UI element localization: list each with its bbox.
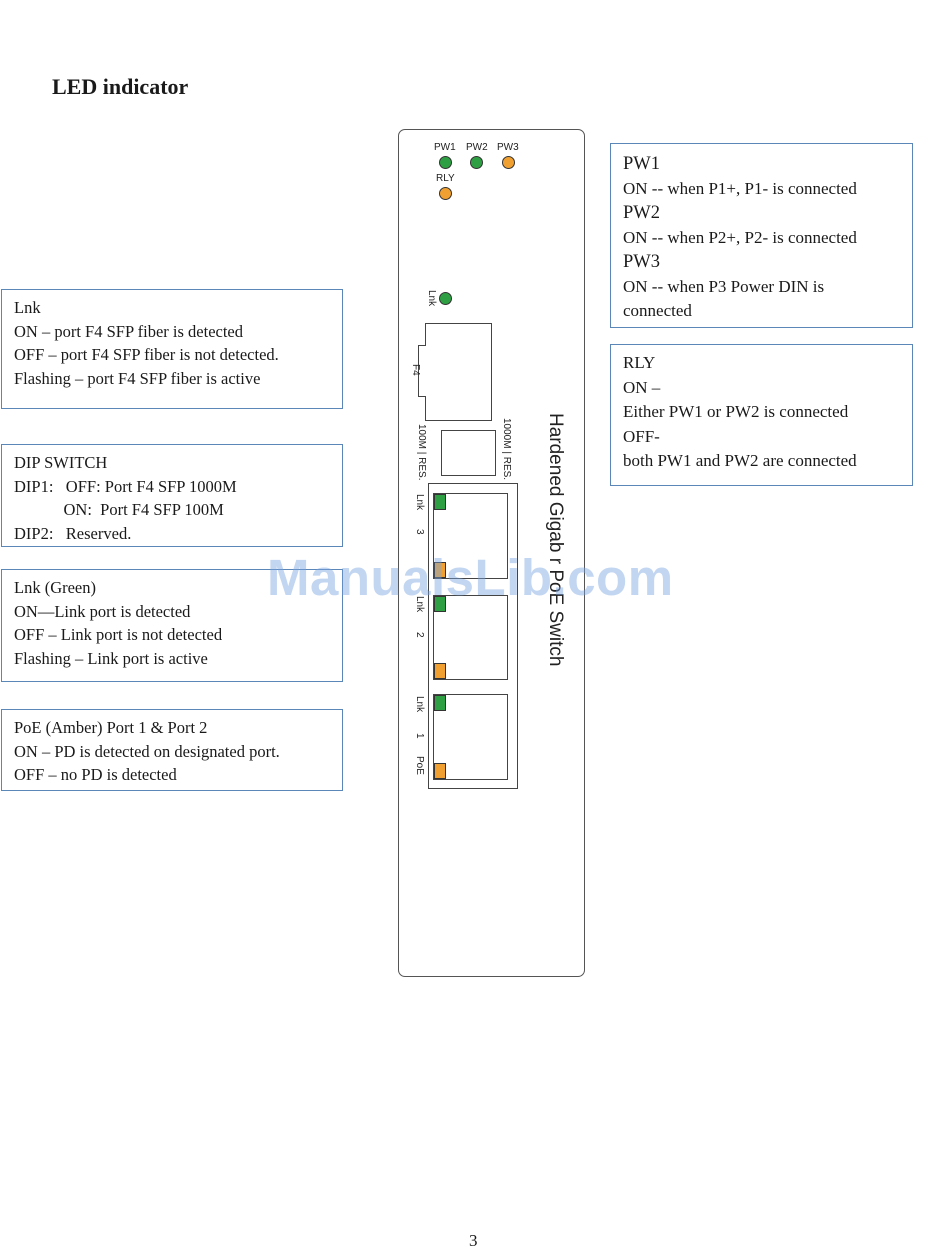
pw3-text: ON -- when P3 Power DIN is: [623, 276, 825, 296]
port1-lnk-label: Lnk: [414, 696, 425, 713]
callout-line: Flashing – port F4 SFP fiber is active: [14, 368, 261, 388]
port1-link-led: [434, 695, 446, 711]
watermark: ManualsLib.com: [267, 549, 674, 606]
callout-line: OFF – Link port is not detected: [14, 625, 223, 644]
rj45-port-block: [428, 483, 518, 789]
dip-switch-callout: DIP SWITCH DIP1: OFF: Port F4 SFP 1000M …: [1, 444, 343, 547]
pw2-title: PW2: [623, 203, 660, 223]
pw3-led: [502, 156, 515, 169]
callout-line: ON –: [623, 377, 661, 397]
callout-line: Either PW1 or PW2 is connected: [623, 402, 849, 421]
callout-line: DIP1: OFF: Port F4 SFP 1000M: [14, 476, 237, 496]
dip-right-label: 1000M | RES.: [501, 418, 512, 481]
lnk-sfp-led: [439, 292, 452, 305]
callout-line: RLY: [623, 353, 656, 372]
pw2-text: ON -- when P2+, P2- is connected: [623, 227, 857, 247]
callout-line: OFF – port F4 SFP fiber is not detected.: [14, 345, 279, 364]
callout-line: ON: Port F4 SFP 100M: [14, 500, 224, 519]
callout-line: both PW1 and PW2 are connected: [623, 451, 857, 470]
lnk-sfp-label: Lnk: [426, 290, 437, 307]
port2-number: 2: [414, 632, 425, 638]
rly-led: [439, 187, 452, 200]
device-title: Hardened Gigab r PoE Switch: [545, 413, 566, 667]
pw1-text: ON -- when P1+, P1- is connected: [623, 178, 857, 198]
pw2-led-label: PW2: [466, 142, 488, 153]
callout-line: DIP2: Reserved.: [14, 523, 132, 543]
port3-number: 3: [414, 529, 425, 535]
callout-line: Lnk: [14, 298, 41, 317]
callout-line: ON—Link port is detected: [14, 601, 191, 621]
callout-line: Flashing – Link port is active: [14, 648, 208, 668]
port1-number: 1: [414, 733, 425, 739]
pw3-text-cont: connected: [623, 301, 692, 320]
callout-line: ON – PD is detected on designated port.: [14, 741, 280, 761]
pw1-title: PW1: [623, 154, 660, 174]
relay-callout: RLY ON – Either PW1 or PW2 is connected …: [610, 344, 913, 486]
port3-link-led: [434, 494, 446, 510]
port2-link-led: [434, 596, 446, 612]
poe-label: PoE: [414, 756, 425, 775]
pw3-led-label: PW3: [497, 142, 519, 153]
poe-amber-callout: PoE (Amber) Port 1 & Port 2 ON – PD is d…: [1, 709, 343, 791]
power-callout: PW1 ON -- when P1+, P1- is connected PW2…: [610, 143, 913, 328]
dip-switch: [441, 430, 496, 476]
callout-line: DIP SWITCH: [14, 453, 108, 472]
page-heading: LED indicator: [52, 74, 189, 99]
f4-label: F4: [410, 364, 421, 376]
port3-lnk-label: Lnk: [414, 494, 425, 511]
callout-line: Lnk (Green): [14, 578, 97, 597]
sfp-notch: [418, 345, 426, 397]
lnk-green-callout: Lnk (Green) ON—Link port is detected OFF…: [1, 569, 343, 682]
callout-line: ON – port F4 SFP fiber is detected: [14, 321, 243, 341]
pw3-title: PW3: [623, 252, 660, 272]
port2-poe-led: [434, 663, 446, 679]
sfp-port-f4: [425, 323, 492, 421]
callout-line: PoE (Amber) Port 1 & Port 2: [14, 718, 208, 737]
callout-line: OFF-: [623, 426, 660, 446]
lnk-sfp-callout: Lnk ON – port F4 SFP fiber is detected O…: [1, 289, 343, 409]
pw2-led: [470, 156, 483, 169]
pw1-led-label: PW1: [434, 142, 456, 153]
dip-left-label: 100M | RES.: [416, 424, 427, 481]
rly-led-label: RLY: [436, 173, 455, 184]
port3-poe-led: [434, 562, 446, 578]
page-number: 3: [469, 1231, 478, 1250]
port1-poe-led: [434, 763, 446, 779]
pw1-led: [439, 156, 452, 169]
callout-line: OFF – no PD is detected: [14, 765, 177, 784]
